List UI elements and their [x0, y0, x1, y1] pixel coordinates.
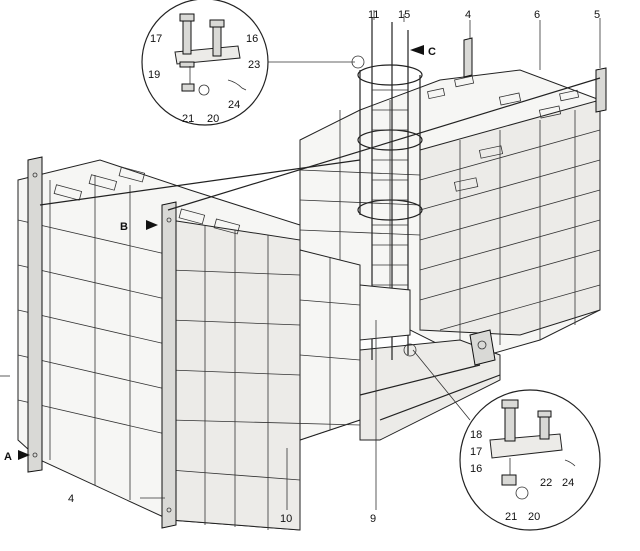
label-9: 9: [370, 513, 376, 525]
bottom-detail-inset: [403, 343, 601, 531]
arrow-b-icon: [146, 220, 158, 230]
arrow-c-icon: [410, 45, 424, 55]
label-b: B: [120, 221, 128, 233]
top-inset-label-21: 21: [182, 113, 194, 125]
tension-cables: [39, 77, 601, 211]
bottom-inset-label-24: 24: [562, 477, 574, 489]
top-inset-label-16: 16: [246, 33, 258, 45]
label-4-top: 4: [465, 9, 471, 21]
label-6: 6: [534, 9, 540, 21]
label-4-bottom: 4: [68, 493, 74, 505]
bottom-inset-label-18: 18: [470, 429, 482, 441]
top-inset-label-20: 20: [207, 113, 219, 125]
top-inset-label-17: 17: [150, 33, 162, 45]
bottom-inset-label-20: 20: [528, 511, 540, 523]
corner-posts: [27, 37, 607, 529]
top-inset-label-23: 23: [248, 59, 260, 71]
arrow-a-icon: [18, 450, 30, 460]
label-5: 5: [594, 9, 600, 21]
top-inset-label-19: 19: [148, 69, 160, 81]
label-15: 15: [398, 9, 410, 21]
base-frame: [359, 329, 501, 441]
bottom-inset-label-21: 21: [505, 511, 517, 523]
label-10: 10: [280, 513, 292, 525]
top-detail-inset: [141, 0, 365, 126]
top-inset-label-24: 24: [228, 99, 240, 111]
left-block-stack: [17, 159, 411, 531]
label-11: 11: [368, 9, 379, 21]
bottom-inset-label-22: 22: [540, 477, 552, 489]
label-c: C: [428, 46, 436, 58]
callout-labels: 11 15 4 6 5 C B A 4 10 9 17 16 19 23 21 …: [4, 9, 600, 525]
label-a: A: [4, 451, 12, 463]
bottom-inset-label-16: 16: [470, 463, 482, 475]
arrow-markers: [18, 45, 424, 460]
bottom-inset-label-17: 17: [470, 446, 482, 458]
leader-lines: [0, 10, 601, 510]
